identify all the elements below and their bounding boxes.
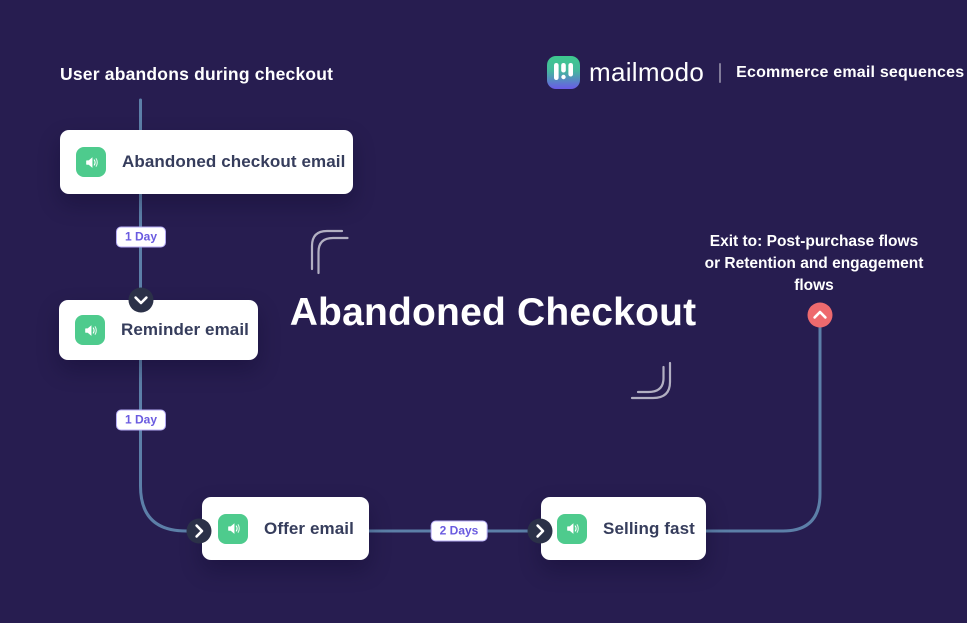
delay-badge-2[interactable]: 1 Day [115, 409, 167, 431]
node-reminder-email[interactable]: Reminder email [59, 300, 258, 360]
exit-note: Exit to: Post-purchase flows or Retentio… [681, 231, 947, 297]
megaphone-icon [557, 513, 587, 544]
brand-tagline: Ecommerce email sequences [736, 63, 965, 81]
chevron-up-icon [813, 310, 827, 319]
mailmodo-logo-bars [554, 63, 573, 80]
megaphone-icon [75, 315, 105, 345]
bracket-top-left-inner [317, 236, 349, 275]
flow-title: Abandoned Checkout [289, 291, 697, 334]
bracket-top-left-outer [310, 229, 344, 271]
exit-note-line-2: or Retention and engagement [704, 255, 924, 272]
exit-note-line-1: Exit to: Post-purchase flows [709, 233, 919, 250]
brand-bar: mailmodo Ecommerce email sequences [547, 56, 964, 89]
delay-badge-1[interactable]: 1 Day [115, 226, 167, 248]
node-selling-fast[interactable]: Selling fast [541, 497, 706, 560]
bracket-bottom-right-inner [636, 365, 665, 394]
node-label: Selling fast [603, 518, 695, 538]
flow-start-label: User abandons during checkout [60, 64, 334, 84]
exit-note-line-3: flows [794, 277, 834, 294]
brand-wordmark: mailmodo [589, 57, 705, 87]
megaphone-icon [76, 147, 106, 177]
bracket-bottom-right-outer [630, 361, 672, 400]
connector-sellingfast-to-exit [703, 325, 822, 533]
exit-circle-up [807, 302, 833, 328]
node-label: Reminder email [121, 320, 250, 339]
megaphone-icon [218, 513, 248, 544]
node-label: Abandoned checkout email [122, 152, 346, 171]
brand-separator [719, 62, 722, 83]
node-offer-email[interactable]: Offer email [202, 497, 369, 560]
node-label: Offer email [264, 518, 354, 538]
delay-badge-3[interactable]: 2 Days [430, 520, 488, 542]
mailmodo-logo-icon [547, 56, 580, 89]
node-abandoned-checkout-email[interactable]: Abandoned checkout email [60, 130, 353, 194]
